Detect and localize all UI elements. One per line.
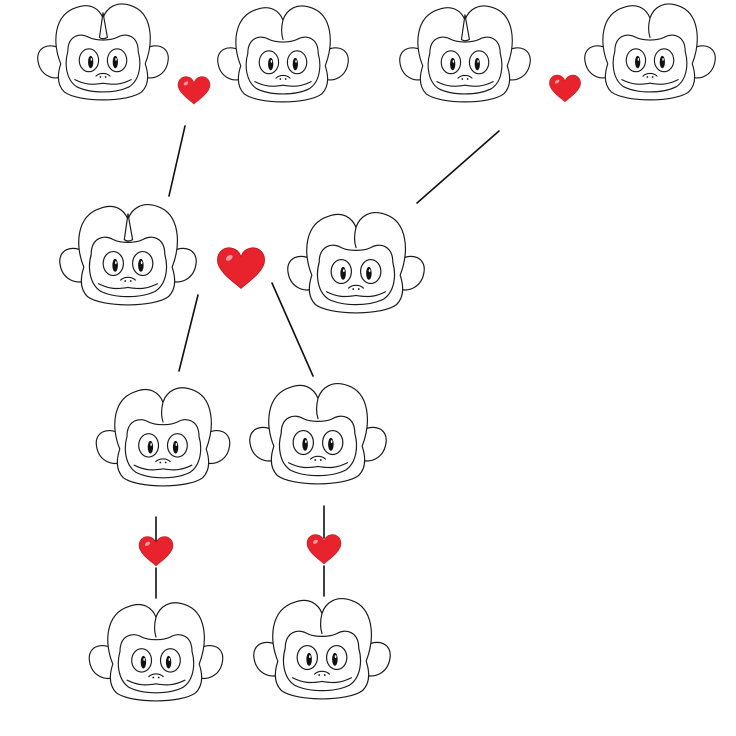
descent-line-gen2-b: [416, 130, 500, 204]
monkey-face-gen1-b: [217, 5, 349, 103]
monkey-face-gen2-b: [287, 212, 425, 314]
descent-line-gen3-a: [178, 294, 199, 372]
couple-hearts: [138, 74, 581, 567]
monkey-face-gen1-d: [584, 3, 716, 101]
connector-lines: [155, 125, 500, 599]
monkey-face-gen4-b: [253, 598, 391, 700]
heart-icon: [177, 76, 211, 105]
descent-line-gen3-b: [271, 282, 314, 377]
monkey-face-gen3-b: [249, 383, 387, 485]
heart-icon: [216, 247, 266, 290]
heart-icon: [138, 536, 174, 567]
monkey-face-gen3-a: [95, 387, 231, 487]
heart-icon: [549, 74, 581, 103]
monkey-face-gen1-a: [37, 3, 169, 101]
monkey-face-gen4-a: [88, 602, 224, 702]
family-members: [37, 3, 716, 702]
monkey-face-gen1-c: [399, 5, 531, 103]
heart-icon: [306, 534, 342, 565]
monkey-face-gen2-a: [59, 204, 197, 306]
descent-line-gen2-a: [168, 125, 186, 197]
